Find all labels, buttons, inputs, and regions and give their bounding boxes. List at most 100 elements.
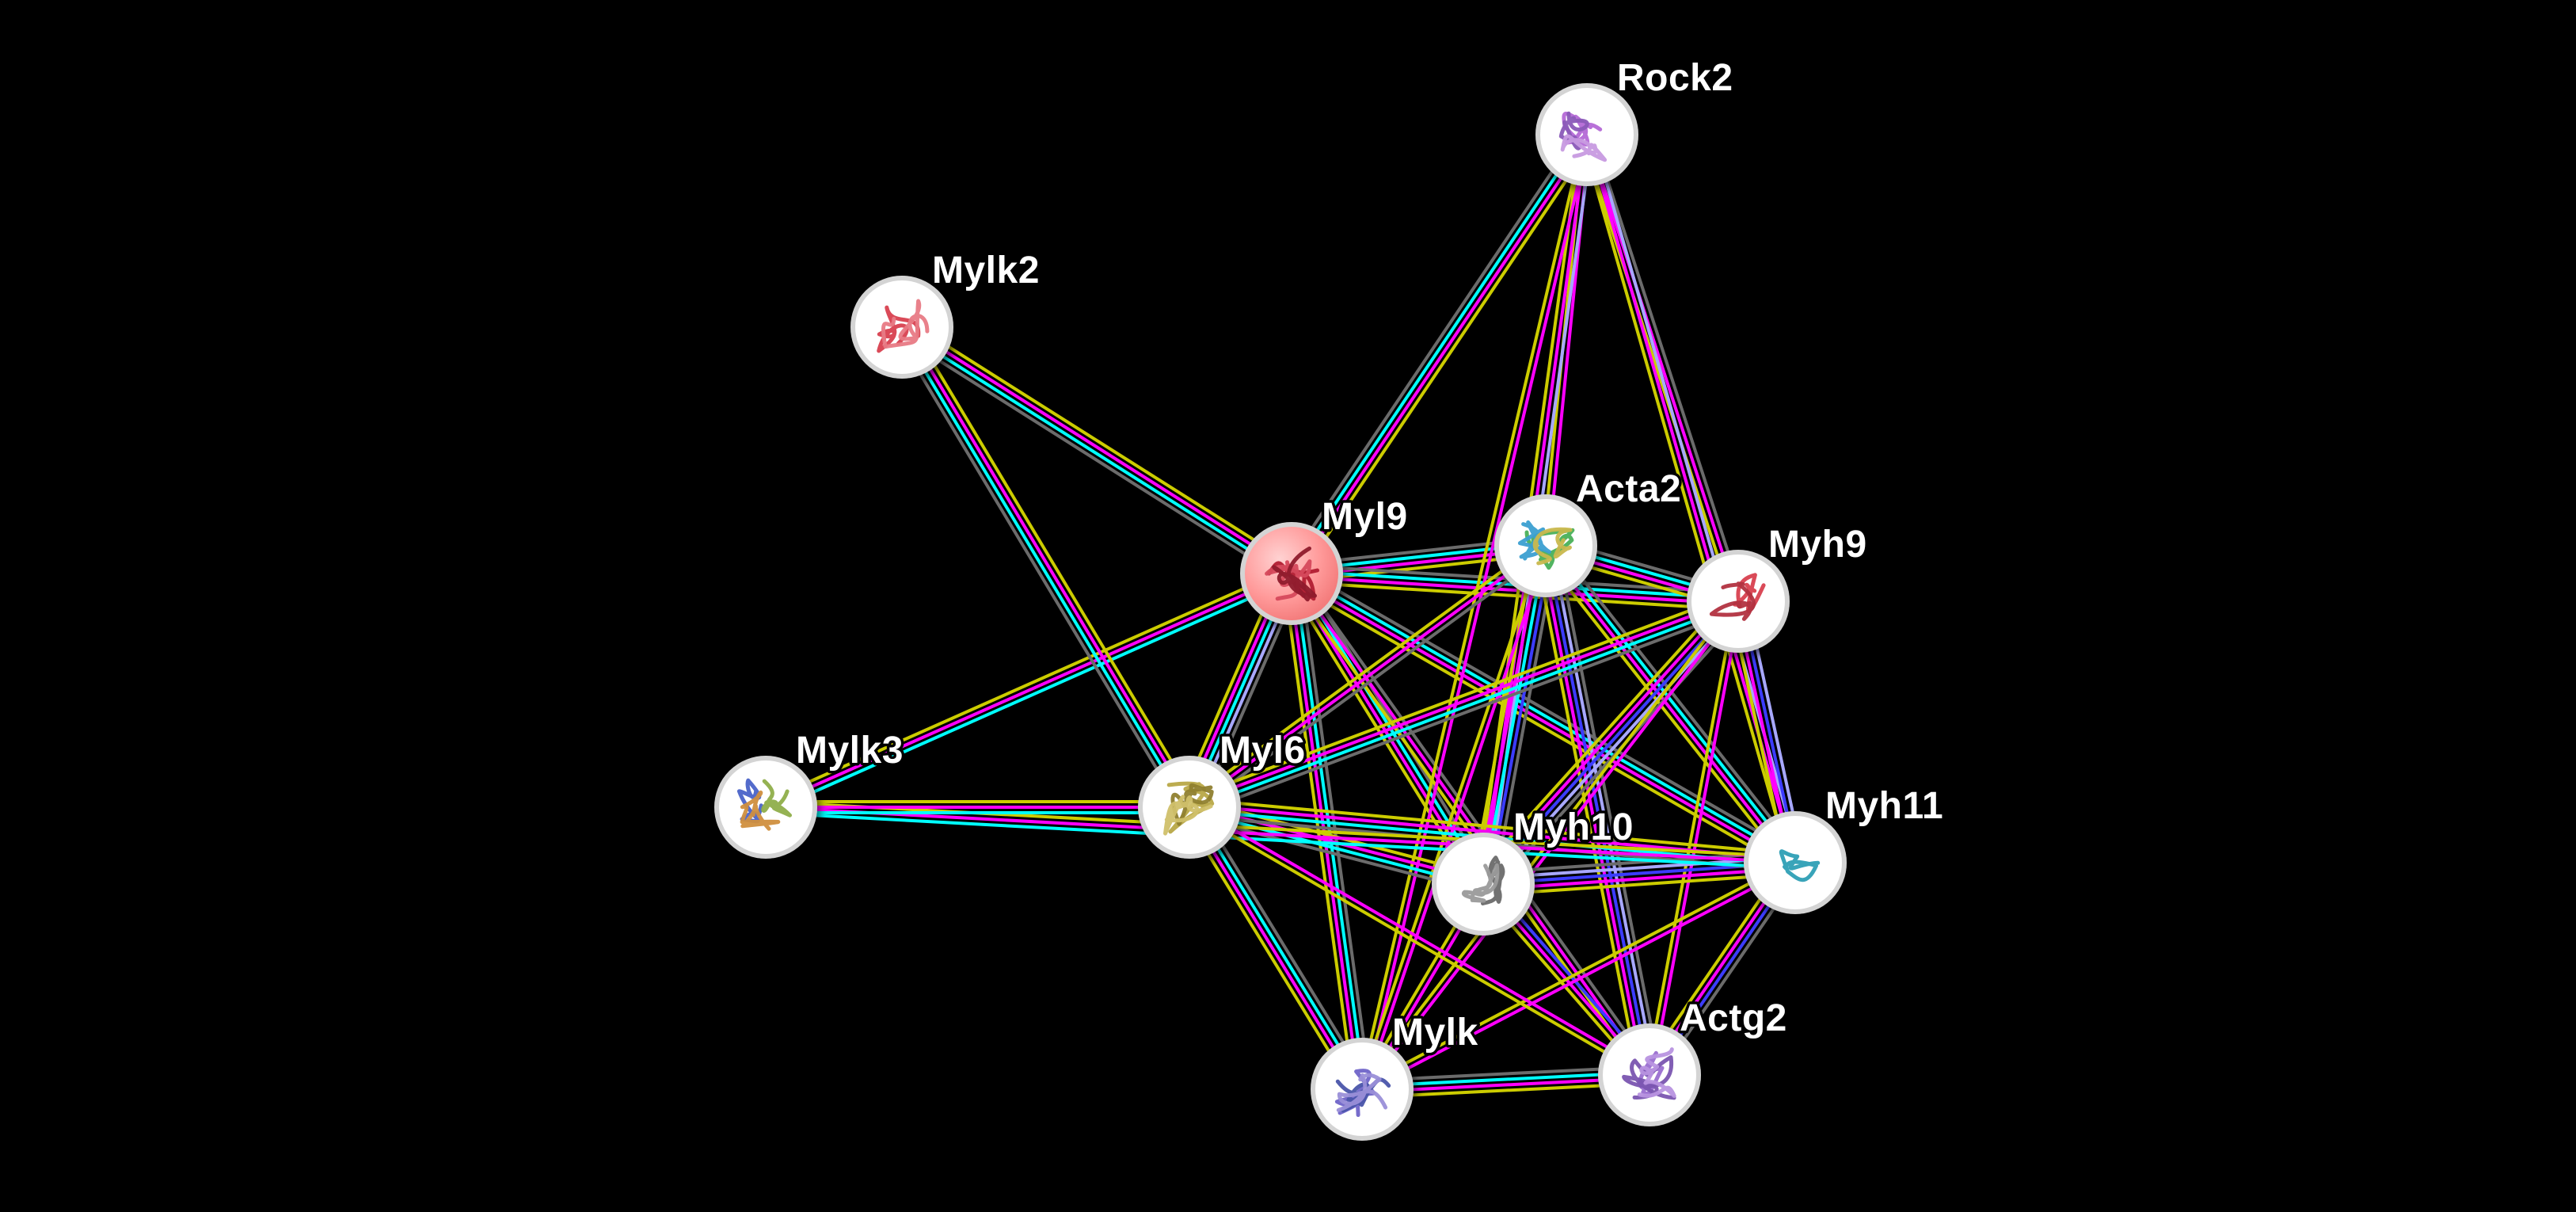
edge-line-textmining (1538, 550, 1790, 869)
edge-line-cooccurrence (1482, 600, 1740, 886)
edge-line-textmining (907, 322, 1198, 804)
edge-line-experiments (903, 325, 1193, 807)
edge-Myl9-Rock2[interactable] (1283, 128, 1596, 580)
node-Mylk3[interactable]: Mylk3 (714, 727, 906, 859)
edge-Rock2-Myh9[interactable] (1580, 132, 1745, 604)
edge-Acta2-Mylk[interactable] (1357, 544, 1551, 1091)
node-Acta2[interactable]: Acta2 (1494, 466, 1684, 597)
protein-structure-icon (1265, 559, 1312, 601)
edge-line-textmining (1580, 135, 1735, 604)
edge-line-databases (1189, 602, 1740, 812)
node-label-Myh10: Myh10 (1513, 806, 1634, 848)
edge-Myl6-Actg2[interactable] (1187, 803, 1652, 1079)
node-label-Myh11: Myh11 (1825, 785, 1943, 827)
edge-line-experiments (765, 572, 1292, 809)
edge-Myl6-Mylk[interactable] (1181, 802, 1371, 1095)
protein-structure-icon (877, 305, 921, 353)
edge-Acta2-Myl6[interactable] (1185, 539, 1551, 814)
edge-line-coexpression (1295, 569, 1656, 1073)
edge-line-experiments (1185, 807, 1361, 1092)
node-Rock2[interactable]: Rock2 (1535, 55, 1736, 186)
node-label-Myl6: Myl6 (1220, 730, 1306, 772)
node-label-Mylk3: Mylk3 (796, 730, 904, 772)
edge-line-textmining (1533, 547, 1641, 1078)
protein-structure-icon (881, 299, 930, 349)
edge-line-experiments (1291, 574, 1738, 606)
edge-line-coexpression (893, 330, 1184, 813)
edge-line-homology (1549, 544, 1657, 1075)
protein-structure-icon (1779, 849, 1821, 882)
edge-line-coexpression (1554, 543, 1662, 1073)
edge-line-textmining (1286, 579, 1792, 871)
edge-line-textmining (1360, 859, 1795, 1088)
edge-line-experiments (1189, 803, 1652, 1074)
protein-structure-icon (1560, 134, 1608, 162)
edge-Acta2-Actg2[interactable] (1533, 543, 1662, 1078)
edge-line-experiments (765, 806, 1796, 864)
node-label-Mylk2: Mylk2 (932, 250, 1040, 292)
edge-line-databases (900, 328, 1292, 577)
edge-line-databases (1288, 131, 1586, 574)
node-label-Acta2: Acta2 (1576, 468, 1681, 510)
node-Myh9[interactable]: Myh9 (1687, 521, 1870, 653)
edge-line-coexpression (1590, 132, 1745, 600)
edge-line-textmining (905, 318, 1297, 568)
edge-line-coexpression (1191, 548, 1551, 814)
edge-Myl6-Mylk2[interactable] (893, 322, 1198, 813)
node-label-Myl9: Myl9 (1322, 496, 1408, 538)
edge-Myl9-Mylk3[interactable] (763, 566, 1295, 814)
edge-line-textmining (1189, 797, 1797, 856)
protein-structure-icon (1524, 528, 1575, 570)
protein-structure-icon (1461, 863, 1500, 903)
edge-line-experiments (1539, 546, 1646, 1077)
edge-line-experiments (1650, 601, 1743, 1076)
edge-line-textmining (1187, 808, 1649, 1079)
edge-line-textmining (1483, 872, 1797, 897)
node-Myh10[interactable]: Myh10 (1432, 804, 1636, 936)
edge-line-coexpression (1295, 565, 1801, 857)
protein-structure-icon (1558, 111, 1589, 151)
edge-Myh11-Mylk[interactable] (1360, 859, 1798, 1093)
protein-structure-icon (740, 791, 781, 831)
protein-structure-icon (1336, 1073, 1388, 1112)
edge-Myl9-Mylk2[interactable] (896, 318, 1297, 582)
edge-line-textmining (1645, 600, 1737, 1075)
node-Actg2[interactable]: Actg2 (1598, 995, 1790, 1126)
protein-structure-icon (761, 779, 792, 818)
edge-Acta2-Myh11[interactable] (1538, 539, 1803, 869)
protein-structure-icon (1562, 112, 1603, 147)
edge-line-coexpression (1191, 607, 1742, 817)
node-Mylk2[interactable]: Mylk2 (850, 247, 1042, 379)
edge-line-coexpression (896, 333, 1288, 582)
protein-structure-icon (1622, 1055, 1676, 1100)
node-Myh11[interactable]: Myh11 (1744, 783, 1946, 914)
edge-line-experiments (1188, 544, 1547, 809)
edge-Myh11-Mylk3[interactable] (765, 800, 1796, 870)
edge-line-experiments (1363, 601, 1742, 1092)
node-Myl9[interactable]: Myl9 (1240, 494, 1410, 625)
protein-structure-icon (1272, 546, 1317, 602)
edge-line-experiments (1362, 863, 1798, 1093)
edge-Myl9-Myh11[interactable] (1286, 565, 1801, 871)
node-Myl6[interactable]: Myl6 (1138, 727, 1308, 859)
edge-line-experiments (1289, 574, 1795, 867)
node-label-Myh9: Myh9 (1768, 524, 1867, 566)
edge-line-experiments (1188, 596, 1738, 806)
edge-line-experiments (1542, 546, 1794, 866)
edge-line-experiments (1478, 596, 1736, 882)
edge-line-textmining (1185, 592, 1737, 802)
edge-line-coexpression (1551, 539, 1803, 859)
protein-circle (1494, 494, 1597, 597)
node-label-Mylk: Mylk (1392, 1012, 1478, 1054)
edge-line-textmining (763, 566, 1291, 804)
node-Mylk[interactable]: Mylk (1311, 1009, 1481, 1141)
edge-Myl6-Mylk3[interactable] (766, 800, 1189, 814)
edge-line-experiments (1483, 867, 1796, 891)
edge-line-databases (1292, 570, 1798, 862)
edge-Myh9-Myl6[interactable] (1185, 592, 1742, 817)
edge-line-textmining (1291, 580, 1738, 612)
edge-Myh9-Actg2[interactable] (1645, 600, 1743, 1076)
edge-line-databases (1547, 543, 1799, 863)
edge-line-experiments (1292, 135, 1591, 577)
